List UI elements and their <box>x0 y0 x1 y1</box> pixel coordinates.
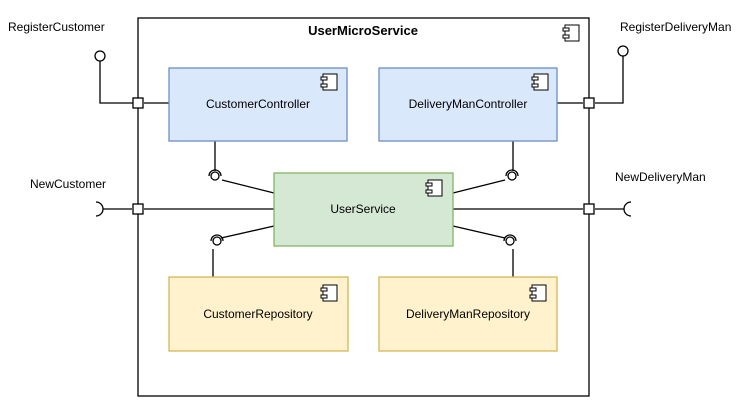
joint-customer-controller <box>208 169 222 181</box>
component-label: UserService <box>330 202 396 216</box>
component-icon <box>562 24 580 42</box>
joint-delivery-man-repository <box>503 234 517 246</box>
joint-delivery-man-controller <box>505 169 519 181</box>
component-label: DeliveryManController <box>409 97 528 111</box>
connectors <box>99 56 624 277</box>
container-title: UserMicroService <box>308 23 418 38</box>
component-customer-repository[interactable]: CustomerRepository <box>168 276 349 352</box>
port-register-customer[interactable] <box>132 97 144 109</box>
component-icon <box>531 73 549 91</box>
label-new-delivery-man: NewDeliveryMan <box>615 170 706 184</box>
component-icon <box>320 284 338 302</box>
label-register-customer: RegisterCustomer <box>8 20 105 34</box>
port-new-delivery-man[interactable] <box>583 203 595 215</box>
port-register-delivery-man[interactable] <box>583 97 595 109</box>
component-label: CustomerRepository <box>203 307 312 321</box>
component-label: DeliveryManRepository <box>406 307 530 321</box>
component-icon <box>425 179 443 197</box>
ports <box>132 97 595 215</box>
component-delivery-man-repository[interactable]: DeliveryManRepository <box>378 276 558 352</box>
component-user-service[interactable]: UserService <box>273 172 454 247</box>
label-register-delivery-man: RegisterDeliveryMan <box>620 20 731 34</box>
interface-symbols <box>94 45 632 246</box>
component-label: CustomerController <box>206 97 310 111</box>
required-interface-new-delivery-man <box>623 201 632 217</box>
component-delivery-man-controller[interactable]: DeliveryManController <box>378 67 558 142</box>
port-new-customer[interactable] <box>132 203 144 215</box>
joint-customer-repository <box>210 234 224 246</box>
required-interface-new-customer <box>95 201 104 217</box>
component-customer-controller[interactable]: CustomerController <box>168 67 348 142</box>
component-icon <box>320 73 338 91</box>
provided-interface-register-customer <box>94 50 106 62</box>
label-new-customer: NewCustomer <box>30 177 106 191</box>
component-icon <box>529 284 547 302</box>
provided-interface-register-delivery-man <box>617 45 629 57</box>
